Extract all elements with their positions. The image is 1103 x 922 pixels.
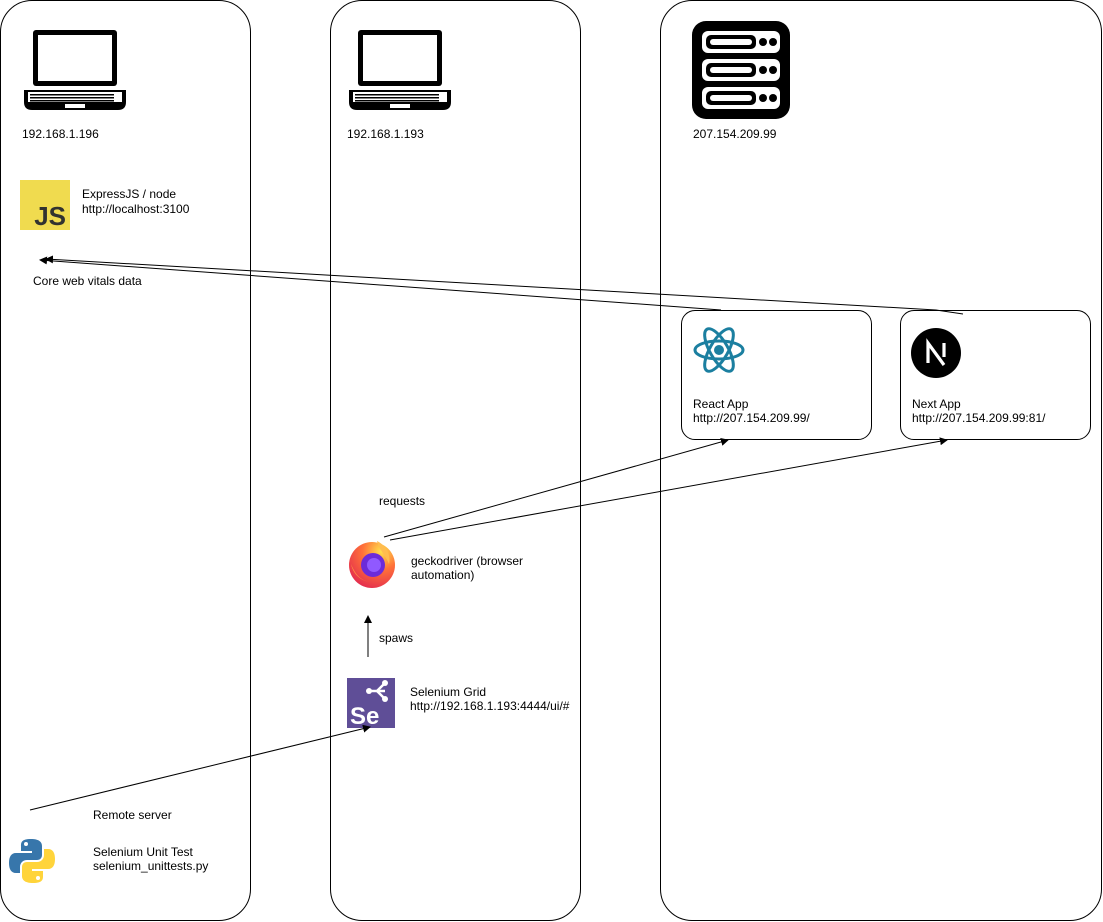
js-glyph: JS (34, 201, 66, 230)
laptop-icon (24, 30, 126, 110)
selenium-grid-title: Selenium Grid (410, 685, 487, 699)
remote-server-label: Remote server (93, 808, 172, 822)
grid-ip: 192.168.1.193 (347, 127, 424, 141)
react-app-url: http://207.154.209.99/ (693, 411, 810, 425)
arrow-test-to-grid (29, 724, 371, 811)
python-icon (9, 839, 55, 883)
selenium-icon: Se (347, 678, 395, 728)
client-ip: 192.168.1.196 (22, 127, 99, 141)
se-glyph: Se (350, 703, 379, 728)
react-app-title: React App (693, 397, 749, 411)
server-lane (660, 0, 1102, 921)
express-url: http://localhost:3100 (82, 202, 190, 216)
server-icon (692, 21, 790, 119)
selenium-grid-url: http://192.168.1.193:4444/ui/# (410, 699, 570, 713)
arrow-gecko-to-next (389, 437, 948, 541)
react-icon (693, 327, 745, 373)
requests-label: requests (379, 494, 426, 508)
spaws-label: spaws (379, 631, 414, 645)
next-app-url: http://207.154.209.99:81/ (912, 411, 1046, 425)
next-app-title: Next App (912, 397, 961, 411)
javascript-icon: JS (20, 180, 70, 230)
firefox-icon (349, 541, 395, 588)
gecko-line1: geckodriver (browser (411, 554, 524, 568)
core-web-vitals-label: Core web vitals data (33, 274, 142, 288)
arrow-gecko-to-react (383, 438, 729, 538)
arrow-react-to-express (39, 256, 722, 311)
express-title: ExpressJS / node (82, 187, 177, 201)
unit-test-title: Selenium Unit Test (93, 845, 193, 859)
arrow-next-to-express (45, 255, 964, 315)
react-app-card: React App http://207.154.209.99/ (681, 310, 872, 440)
nextjs-icon (911, 328, 961, 378)
next-app-card: Next App http://207.154.209.99:81/ (900, 310, 1091, 440)
client-lane (0, 0, 251, 921)
grid-lane (330, 0, 581, 921)
laptop-icon (349, 30, 451, 110)
server-ip: 207.154.209.99 (693, 127, 777, 141)
gecko-line2: automation) (411, 568, 475, 582)
unit-test-file: selenium_unittests.py (93, 859, 209, 873)
